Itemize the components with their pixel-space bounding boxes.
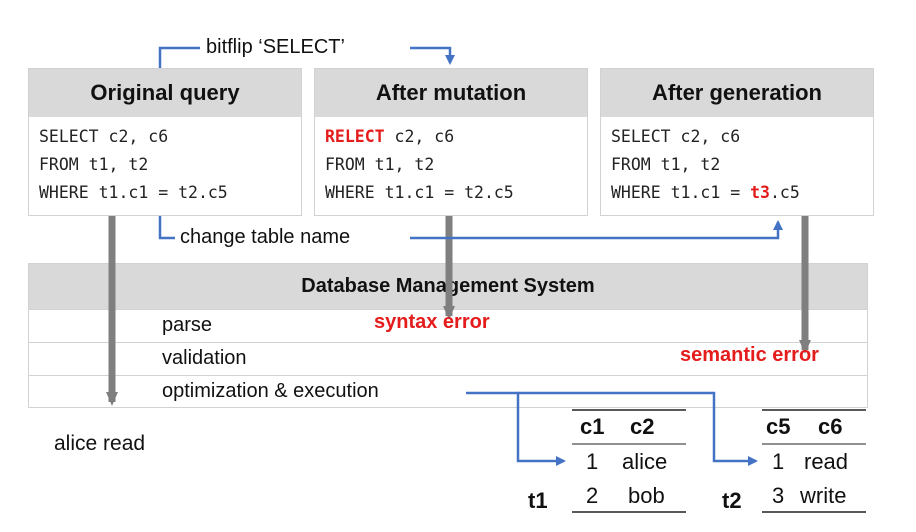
code-token: WHERE t1.c1 = t2.c5 (39, 183, 228, 202)
code-token: SELECT c2, c6 (611, 127, 741, 146)
t2-header-c5: c5 (766, 414, 791, 439)
t2-cell-r1-c6: read (804, 449, 849, 474)
code-line: WHERE t1.c1 = t2.c5 (325, 179, 587, 207)
original-query-title: Original query (29, 69, 301, 117)
t1-cell-r1-c2: alice (622, 449, 668, 474)
code-line: SELECT c2, c6 (39, 123, 301, 151)
code-line: FROM t1, t2 (39, 151, 301, 179)
t2-cell-r1-c5: 1 (772, 449, 785, 474)
semantic-error-label: semantic error (680, 344, 819, 366)
t2-cell-r2-c6: write (800, 483, 847, 508)
code-token: WHERE t1.c1 = t2.c5 (325, 183, 514, 202)
change-table-arrow (158, 216, 175, 240)
mutated-token: t3 (750, 183, 770, 202)
t2-header-c6: c6 (818, 414, 843, 439)
bitflip-label: bitflip ‘SELECT’ (206, 36, 345, 59)
code-token: FROM t1, t2 (39, 155, 149, 174)
code-token: WHERE t1.c1 = (611, 183, 751, 202)
syntax-error-label: syntax error (374, 311, 490, 333)
stage-execution-row: optimization & execution (29, 375, 867, 408)
stage-parse-label: parse (162, 314, 213, 336)
code-token: FROM t1, t2 (611, 155, 721, 174)
t1-header-c1: c1 (580, 414, 605, 439)
t1-name-label: t1 (528, 488, 548, 513)
result-text: alice read (54, 432, 146, 455)
t1-cell-r1-c1: 1 (586, 449, 599, 474)
original-query-code: SELECT c2, c6 FROM t1, t2 WHERE t1.c1 = t2… (29, 117, 301, 207)
t1-cell-r2-c1b: 2 (586, 483, 599, 508)
change-table-arrow-head (410, 220, 783, 240)
mutated-query-box: After mutation RELECT c2, c6 FROM t1, t2 W… (314, 68, 588, 216)
exec-arrow-t2 (518, 391, 758, 466)
generated-query-code: SELECT c2, c6 FROM t1, t2 WHERE t1.c1 = t3… (601, 117, 873, 207)
code-token: SELECT c2, c6 (39, 127, 169, 146)
original-query-box: Original query SELECT c2, c6 FROM t1, t2 W… (28, 68, 302, 216)
mutated-query-code: RELECT c2, c6 FROM t1, t2 WHERE t1.c1 = t2… (315, 117, 587, 207)
code-token: c2, c6 (384, 127, 455, 146)
t2-cell-r2-c5: 3 (772, 483, 785, 508)
exec-arrow-t1 (466, 391, 566, 466)
code-token: FROM t1, t2 (325, 155, 435, 174)
code-line: WHERE t1.c1 = t2.c5 (39, 179, 301, 207)
bitflip-arrow-head (410, 46, 455, 65)
mutated-query-title: After mutation (315, 69, 587, 117)
code-line: SELECT c2, c6 (611, 123, 873, 151)
t1-cell-r2-c2: bob (628, 483, 665, 508)
t2-name-label: t2 (722, 488, 742, 513)
generated-query-title: After generation (601, 69, 873, 117)
stage-execution-label: optimization & execution (162, 380, 379, 402)
bitflip-arrow (158, 46, 200, 68)
generated-query-box: After generation SELECT c2, c6 FROM t1, t… (600, 68, 874, 216)
code-line: FROM t1, t2 (325, 151, 587, 179)
code-line: FROM t1, t2 (611, 151, 873, 179)
stage-validation-row: validation (29, 342, 867, 375)
change-table-label: change table name (180, 226, 351, 249)
mutated-token: RELECT (325, 127, 385, 146)
code-token: .c5 (769, 183, 800, 202)
stage-validation-label: validation (162, 347, 247, 369)
t1-header-c2: c2 (630, 414, 655, 439)
code-line: WHERE t1.c1 = t3.c5 (611, 179, 873, 207)
code-line: RELECT c2, c6 (325, 123, 587, 151)
